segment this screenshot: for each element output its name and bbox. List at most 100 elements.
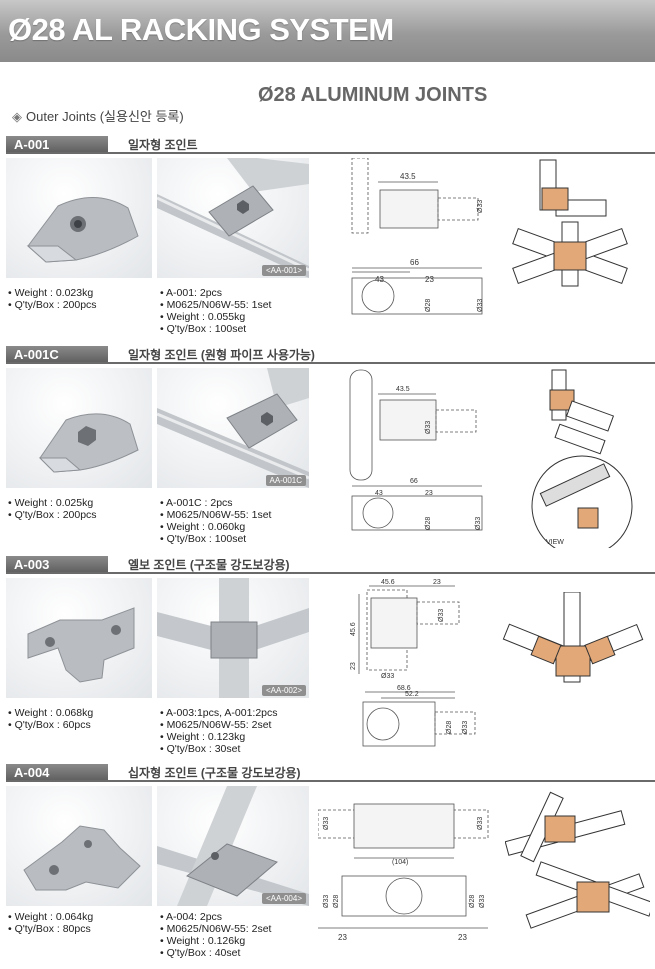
dim-label: Ø33 [323,817,330,830]
specs-right: • A-003:1pcs, A-001:2pcs • M0625/N06W-55… [160,707,278,755]
spec-line: • Q'ty/Box : 200pcs [8,299,97,311]
joint-photo-icon [38,413,139,473]
spec-line: • A-004: 2pcs [160,911,223,923]
dim-label: Ø33 [438,609,445,622]
dim-label: (104) [392,859,408,866]
page-title: Ø28 AL RACKING SYSTEM [8,12,394,47]
spec-line: • Q'ty/Box : 200pcs [8,509,97,521]
spec-line: • Weight : 0.025kg [8,497,94,509]
assembly-render [512,159,628,287]
dim-label: Ø33 [479,895,486,908]
dim-label: 66 [410,478,418,485]
spec-line: • A-001: 2pcs [160,287,223,299]
specs-right: • A-001: 2pcs • M0625/N06W-55: 1set • We… [160,287,271,335]
product-photo [6,578,152,698]
spec-line: • M0625/N06W-55: 2set [160,923,272,935]
photo-tag: AA-001C [265,475,306,486]
product-code: A-004 [6,764,108,781]
spec-line: • Q'ty/Box : 80pcs [8,923,91,935]
specs-left: • Weight : 0.025kg • Q'ty/Box : 200pcs [8,497,97,521]
spec-line: • Weight : 0.064kg [8,911,94,923]
assembly-render: VIEW [531,369,633,548]
assembly-render [502,592,644,683]
product-photo [6,158,152,278]
product-name: 십자형 조인트 (구조물 강도보강용) [128,766,301,780]
dim-label: Ø33 [381,673,394,680]
spec-line: • M0625/N06W-55: 2set [160,719,272,731]
specs-right: • A-004: 2pcs • M0625/N06W-55: 2set • We… [160,911,271,959]
dim-label: Ø28 [469,895,476,908]
main-title: Ø28 ALUMINUM JOINTS [258,84,488,106]
section-divider [6,572,655,574]
spec-line: • Weight : 0.068kg [8,707,94,719]
dim-label: 23 [425,490,433,497]
assembly-render [505,791,650,929]
dim-label: Ø28 [333,895,340,908]
photo-tag: <AA-004> [261,893,306,904]
specs-left: • Weight : 0.068kg • Q'ty/Box : 60pcs [8,707,93,731]
spec-line: • Weight : 0.060kg [160,521,246,533]
assembly-photo: <AA-004> [157,786,309,906]
dim-label: 23 [350,662,357,670]
product-name: 일자형 조인트 [128,138,198,152]
subtitle: ◈Outer Joints (실용신안 등록) [12,106,184,125]
spec-line: • M0625/N06W-55: 1set [160,299,272,311]
product-code: A-001 [6,136,108,153]
specs-left: • Weight : 0.023kg • Q'ty/Box : 200pcs [8,287,97,311]
spec-line: • M0625/N06W-55: 1set [160,509,272,521]
dim-label: 45.6 [350,622,357,636]
dim-label: Ø33 [323,895,330,908]
dim-label: Ø33 [462,721,469,734]
assembly-photo-icon [157,158,309,278]
dim-label: Ø33 [475,517,482,530]
section-divider [6,780,655,782]
diamond-bullet-icon: ◈ [12,109,22,124]
spec-line: • Weight : 0.055kg [160,311,246,323]
assembly-photo: <AA-001> [157,158,309,278]
dim-label: Ø33 [425,421,432,434]
page-header: Ø28 AL RACKING SYSTEM [0,0,655,62]
dim-label: Ø28 [425,299,432,312]
section-divider [6,362,655,364]
dim-label: Ø28 [425,517,432,530]
dim-label: Ø33 [477,299,484,312]
dim-label: 52.2 [405,691,419,698]
section-divider [6,152,655,154]
dim-label: 23 [433,579,441,586]
spec-line: • Weight : 0.126kg [160,935,246,947]
dim-label: 45.6 [381,579,395,586]
dim-label: Ø28 [446,721,453,734]
technical-drawing: Ø33 Ø33 (104) Ø33 Ø28 Ø28 Ø33 23 23 [318,803,489,942]
product-code: A-003 [6,556,108,573]
product-name: 일자형 조인트 (원형 파이프 사용가능) [128,348,315,362]
spec-line: • Q'ty/Box : 100set [160,533,247,545]
specs-right: • A-001C : 2pcs • M0625/N06W-55: 1set • … [160,497,271,545]
specs-left: • Weight : 0.064kg • Q'ty/Box : 80pcs [8,911,93,935]
dim-label: Ø33 [477,817,484,830]
photo-tag: <AA-002> [261,685,306,696]
spec-line: • A-001C : 2pcs [160,497,233,509]
assembly-photo: <AA-002> [157,578,309,698]
product-code: A-001C [6,346,108,363]
dim-label: 43 [375,490,383,497]
assembly-photo: AA-001C [157,368,309,488]
technical-drawing: 45.6 23 45.6 23 Ø33 Ø33 68.6 52.2 Ø28 Ø3… [350,579,476,747]
dim-label: Ø33 [477,200,484,213]
joint-photo-icon [27,607,135,683]
joint-photo-icon [23,825,141,891]
dim-label: 68.6 [397,685,411,692]
technical-drawing: 43.5 Ø33 66 43 23 Ø28 Ø33 [349,369,483,531]
dim-label: 43.5 [396,386,410,393]
spec-line: • Q'ty/Box : 40set [160,947,241,959]
dim-label: 43 [375,275,384,284]
photo-tag: <AA-001> [261,265,306,276]
view-label: VIEW [546,539,564,546]
spec-line: • Q'ty/Box : 30set [160,743,241,755]
assembly-photo-icon [157,368,309,488]
assembly-photo-icon [157,786,309,906]
spec-line: • Weight : 0.023kg [8,287,94,299]
product-photo [6,786,152,906]
technical-drawing: 43.5 Ø33 66 43 23 Ø28 Ø33 [351,158,484,315]
dim-label: 66 [410,258,419,267]
dim-label: 43.5 [400,172,416,181]
